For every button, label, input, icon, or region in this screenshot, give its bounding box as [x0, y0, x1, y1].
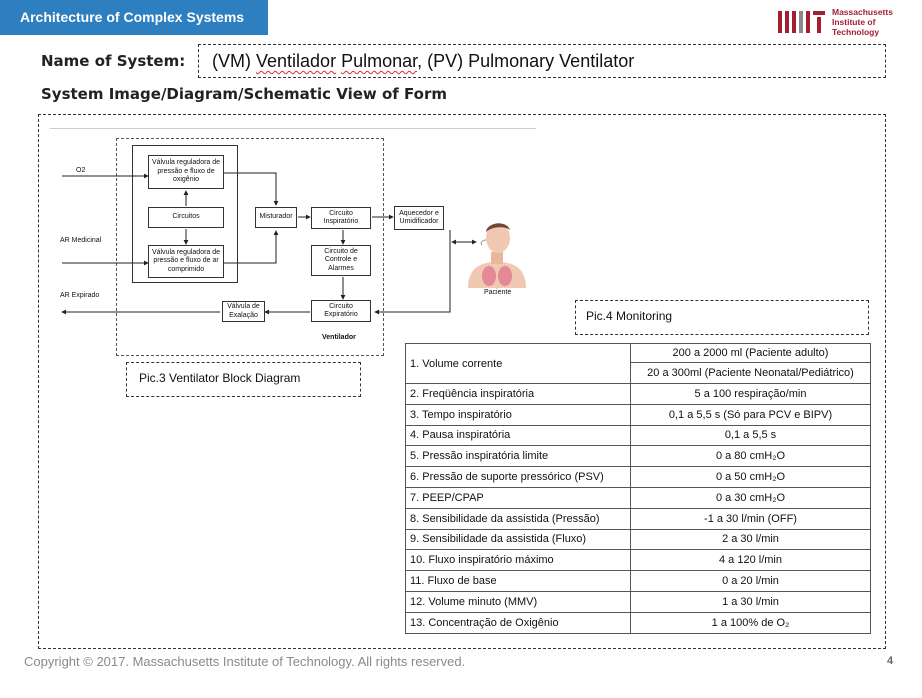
table-cell: 20 a 300ml (Paciente Neonatal/Pediátrico… [630, 362, 871, 384]
table-cell: 1 a 30 l/min [630, 590, 871, 613]
o2-regulator-valve-block: Válvula reguladora de pressão e fluxo de… [148, 155, 224, 189]
image-frame [38, 114, 886, 649]
table-cell: 0,1 a 5,5 s (Só para PCV e BIPV) [630, 403, 871, 426]
table-cell: 4 a 120 l/min [630, 549, 871, 572]
copyright-notice: Copyright © 2017. Massachusetts Institut… [24, 654, 466, 669]
exhalation-valve-block: Válvula de Exalação [222, 301, 265, 322]
table-row: 9. Sensibilidade da assistida (Fluxo)2 a… [405, 528, 871, 551]
table-row: 12. Volume minuto (MMV)1 a 30 l/min [405, 590, 871, 613]
mit-wordmark-line: Technology [832, 27, 880, 37]
monitoring-caption: Pic.4 Monitoring [575, 300, 869, 335]
o2-input-label: O2 [76, 167, 86, 174]
medical-air-label: AR Medicinal [60, 237, 102, 244]
diagram-top-rule [50, 128, 536, 129]
table-cell: 11. Fluxo de base [405, 570, 631, 592]
mit-logo-icon [778, 11, 825, 33]
table-cell: 5 a 100 respiração/min [630, 383, 871, 405]
table-row: 20 a 300ml (Paciente Neonatal/Pediátrico… [406, 362, 871, 384]
table-cell: 10. Fluxo inspiratório máximo [405, 549, 631, 572]
table-cell: 0 a 50 cmH₂O [630, 466, 871, 488]
table-cell: 8. Sensibilidade da assistida (Pressão) [405, 507, 631, 530]
valve-group-boundary [132, 145, 238, 283]
system-name-text: Ventilador [256, 51, 337, 71]
mit-wordmark-line: Massachusetts [832, 7, 893, 17]
system-name-text: , (PV) Pulmonary Ventilator [417, 51, 635, 71]
table-cell: 7. PEEP/CPAP [405, 486, 631, 509]
page-number: 4 [887, 655, 894, 667]
table-cell: 1 a 100% de O₂ [630, 611, 871, 634]
table-row: 1. Volume corrente 200 a 2000 ml (Pacien… [405, 343, 871, 384]
table-cell: 9. Sensibilidade da assistida (Fluxo) [405, 528, 631, 551]
table-row: 8. Sensibilidade da assistida (Pressão)-… [405, 507, 871, 530]
table-cell: -1 a 30 l/min (OFF) [630, 507, 871, 530]
table-cell: 1. Volume corrente [405, 343, 631, 384]
table-row: 6. Pressão de suporte pressórico (PSV)0 … [405, 466, 871, 488]
block-diagram-caption: Pic.3 Ventilator Block Diagram [126, 362, 361, 397]
table-cell: 0 a 30 cmH₂O [630, 486, 871, 509]
mixer-block: Misturador [255, 207, 297, 228]
mit-wordmark: Massachusetts Institute of Technology [832, 7, 893, 37]
ventilator-boundary [116, 138, 384, 356]
table-cell: 12. Volume minuto (MMV) [405, 590, 631, 613]
patient-figure-icon [468, 223, 526, 288]
table-cell: 5. Pressão inspiratória limite [405, 445, 631, 468]
system-name-text: Pulmonar [341, 51, 418, 71]
table-cell: 6. Pressão de suporte pressórico (PSV) [405, 466, 631, 488]
table-cell: 2 a 30 l/min [630, 528, 871, 551]
table-cell: 2. Freqüência inspiratória [405, 383, 631, 405]
circuits-block: Circuitos [148, 207, 224, 228]
table-cell: 3. Tempo inspiratório [405, 403, 631, 426]
mit-wordmark-line: Institute of [832, 17, 876, 27]
table-cell: 4. Pausa inspiratória [405, 424, 631, 447]
table-cell: 200 a 2000 ml (Paciente adulto) [630, 343, 871, 363]
table-cell: 0 a 20 l/min [630, 570, 871, 592]
ventilator-label: Ventilador [322, 334, 356, 341]
system-name-text: (VM) [212, 51, 256, 71]
name-of-system-label: Name of System: [41, 52, 186, 70]
inspiratory-circuit-block: Circuito Inspiratório [311, 207, 371, 229]
heater-humidifier-block: Aquecedor e Umidificador [394, 206, 444, 230]
view-of-form-label: System Image/Diagram/Schematic View of F… [41, 85, 447, 103]
expiratory-circuit-block: Circuito Expiratório [311, 300, 371, 322]
expired-air-label: AR Expirado [60, 292, 100, 299]
air-regulator-valve-block: Válvula reguladora de pressão e fluxo de… [148, 245, 224, 278]
system-name-field: (VM) Ventilador Pulmonar, (PV) Pulmonary… [198, 44, 886, 78]
table-cell: 0,1 a 5,5 s [630, 424, 871, 447]
table-cell: 13. Concentração de Oxigênio [405, 611, 631, 634]
control-alarm-circuit-block: Circuito de Controle e Alarmes [311, 245, 371, 276]
monitoring-table: 1. Volume corrente 200 a 2000 ml (Pacien… [405, 343, 871, 634]
table-cell: 0 a 80 cmH₂O [630, 445, 871, 468]
section-banner: Architecture of Complex Systems [0, 0, 268, 35]
patient-label: Paciente [484, 289, 512, 296]
